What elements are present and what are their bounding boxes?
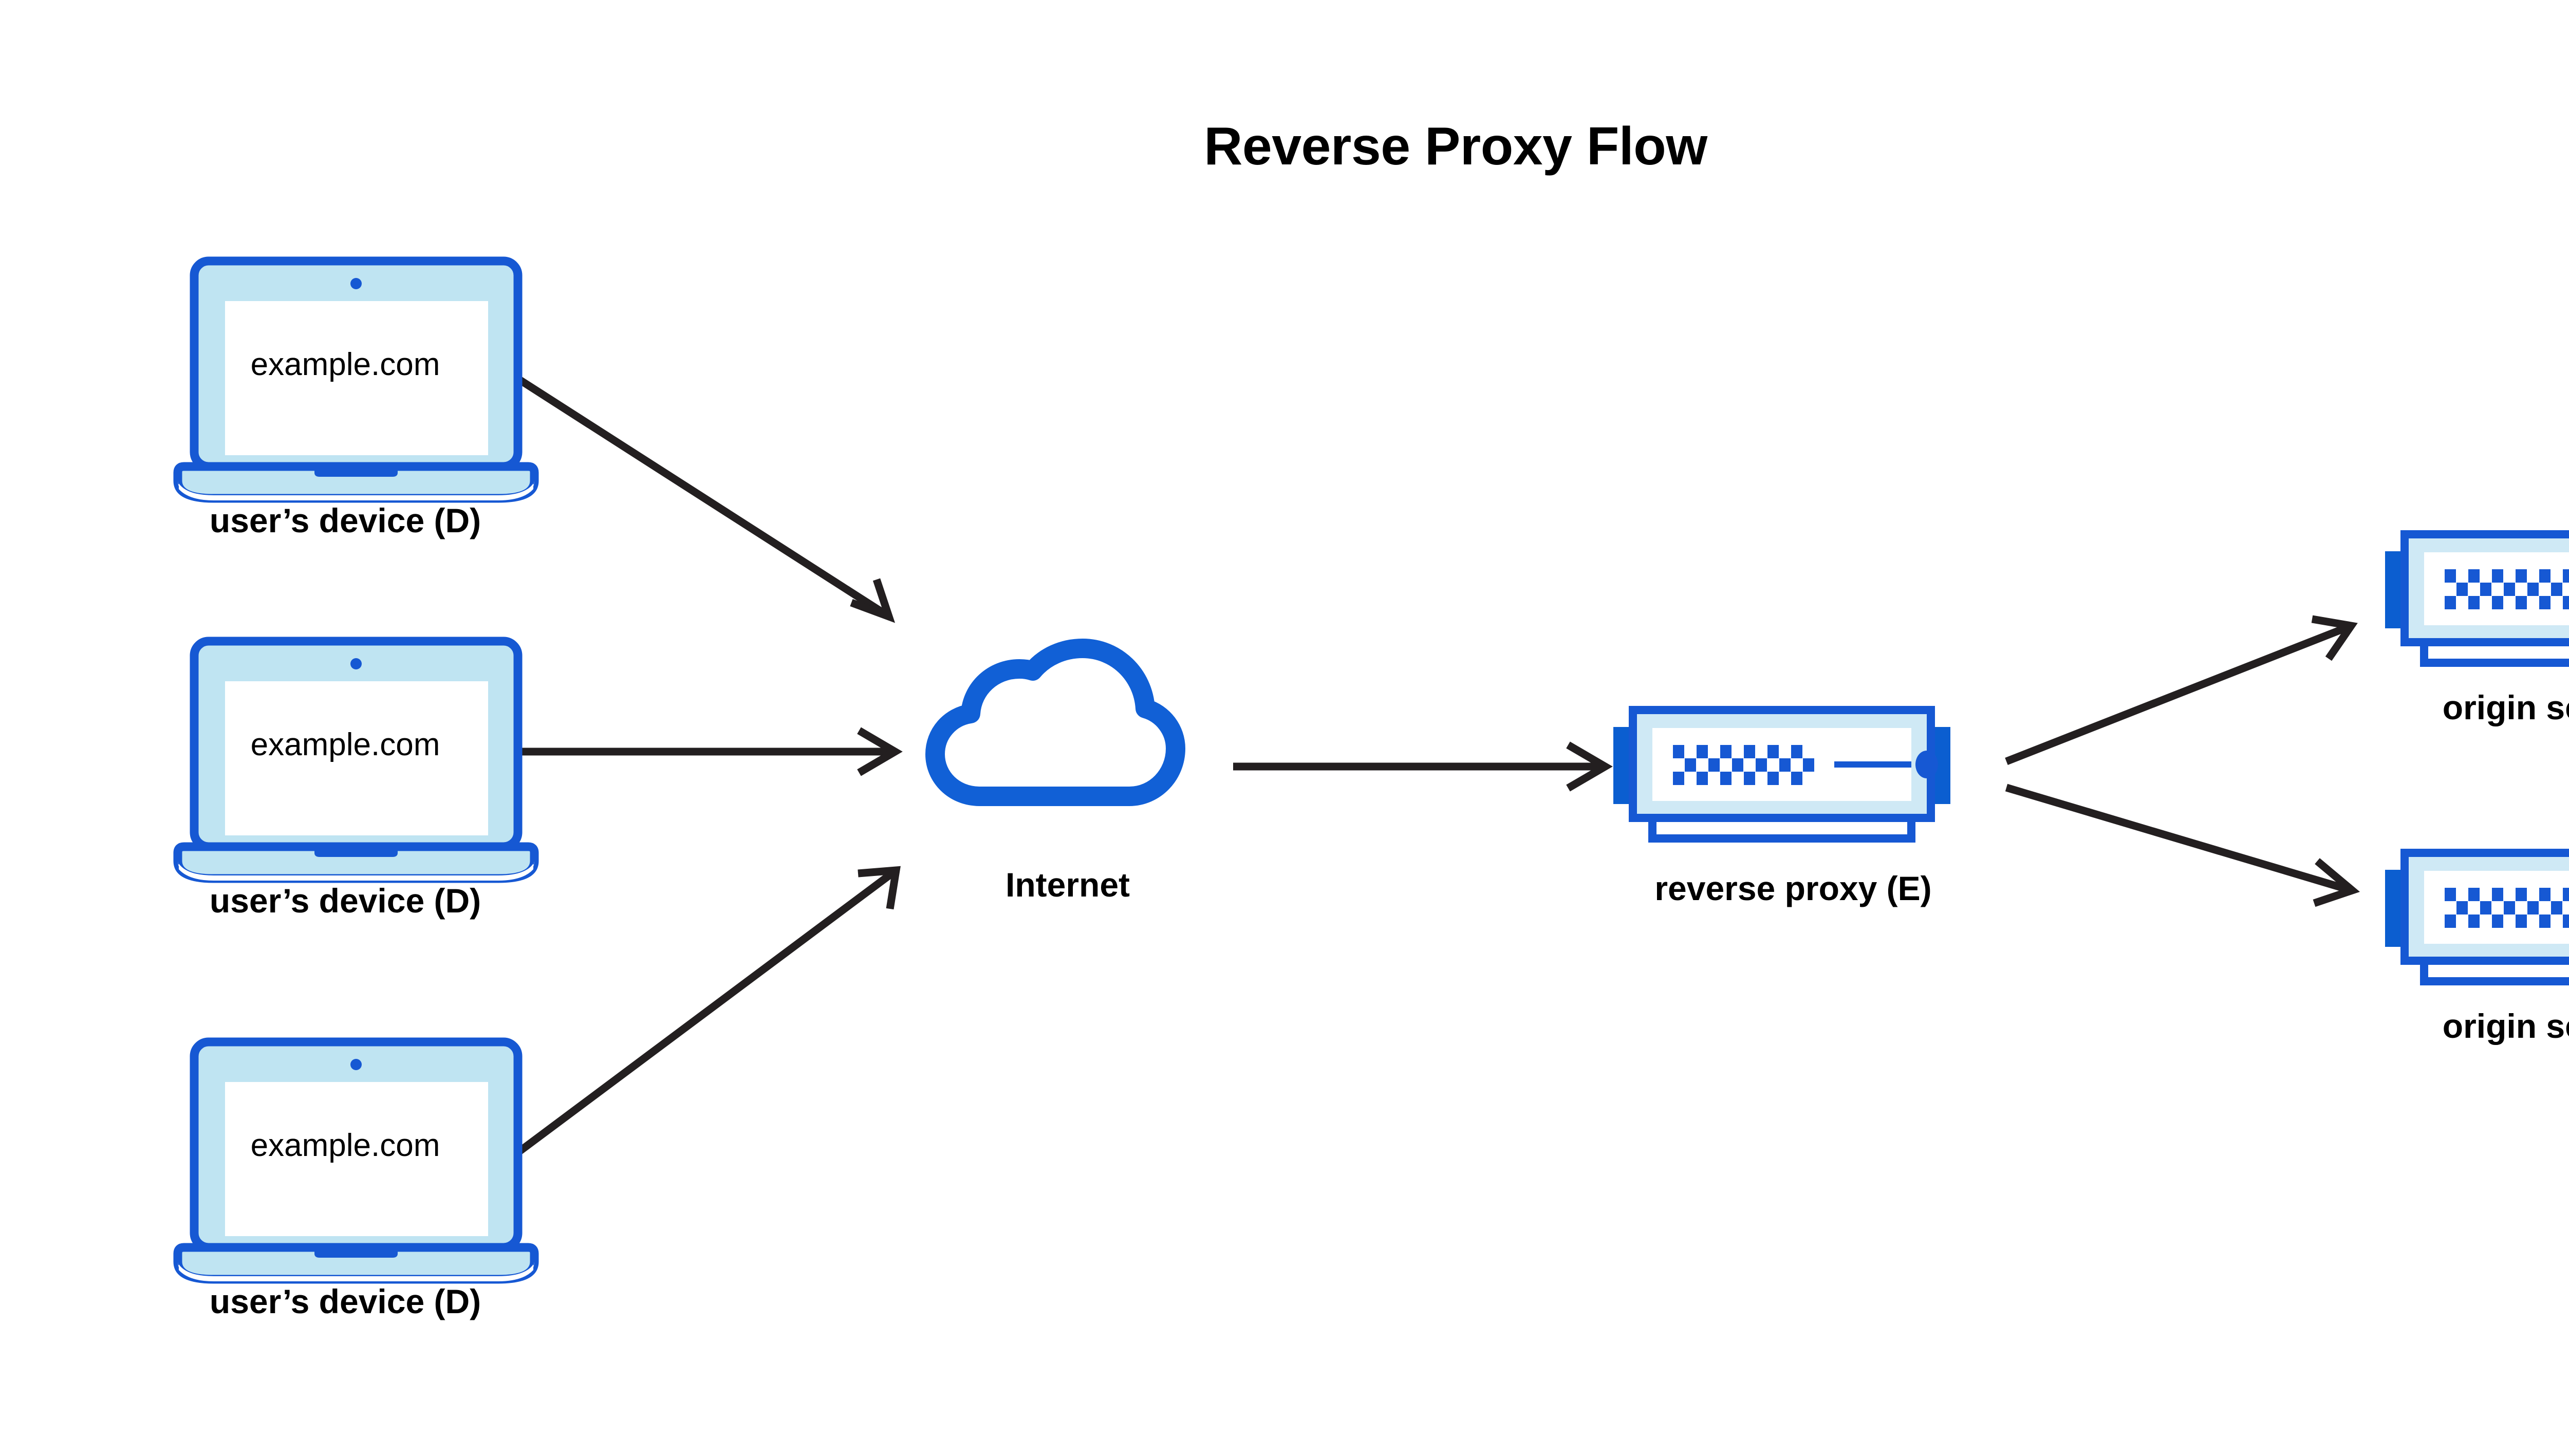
- server-icon: [2385, 853, 2569, 981]
- node-user-device-middle[interactable]: example.com user’s device (D): [178, 641, 534, 920]
- device-label: user’s device (D): [210, 1282, 481, 1320]
- node-internet-cloud[interactable]: Internet: [935, 648, 1176, 904]
- node-user-device-top[interactable]: example.com user’s device (D): [178, 261, 534, 539]
- device-label: user’s device (D): [210, 501, 481, 539]
- arrow-device-bottom-to-internet: [509, 866, 901, 1161]
- arrow-internet-to-reverse-proxy: [1233, 741, 1613, 792]
- node-origin-server-top[interactable]: origin server (F): [2385, 534, 2569, 726]
- origin-server-label: origin server (F): [2443, 1007, 2569, 1045]
- device-screen-text: example.com: [251, 727, 440, 762]
- arrow-device-middle-to-internet: [499, 727, 903, 776]
- node-origin-server-bottom[interactable]: origin server (F): [2385, 853, 2569, 1045]
- arrow-reverse-proxy-to-origin-top: [2005, 615, 2358, 765]
- internet-label: Internet: [1006, 866, 1130, 904]
- node-user-device-bottom[interactable]: example.com user’s device (D): [178, 1042, 534, 1320]
- connector-arrows: [499, 372, 2360, 1161]
- device-label: user’s device (D): [210, 882, 481, 920]
- server-icon: [2385, 534, 2569, 663]
- origin-server-label: origin server (F): [2443, 688, 2569, 726]
- node-reverse-proxy[interactable]: reverse proxy (E): [1613, 710, 1950, 907]
- reverse-proxy-label: reverse proxy (E): [1654, 869, 1931, 907]
- cloud-icon: [935, 648, 1176, 796]
- server-icon: [1613, 710, 1950, 838]
- device-screen-text: example.com: [251, 347, 440, 382]
- arrow-device-top-to-internet: [511, 372, 896, 623]
- arrow-reverse-proxy-to-origin-bottom: [2005, 783, 2360, 907]
- page-title: Reverse Proxy Flow: [1204, 117, 1708, 176]
- device-screen-text: example.com: [251, 1128, 440, 1163]
